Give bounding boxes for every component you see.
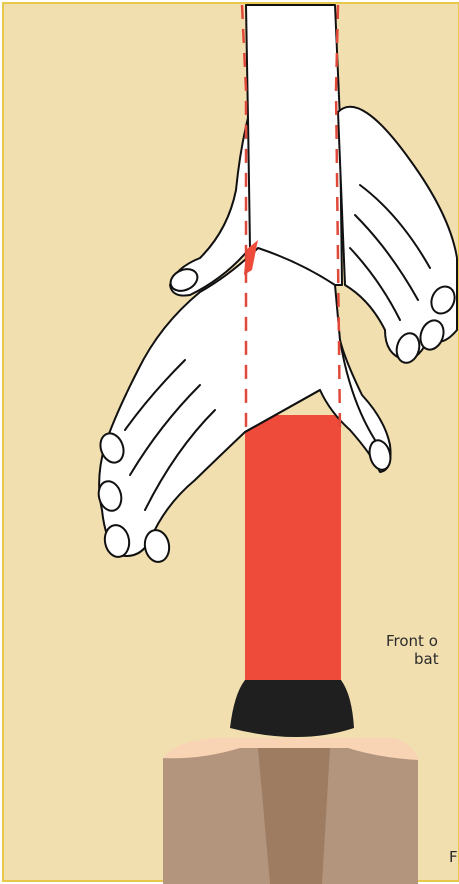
bat-blade-center bbox=[258, 748, 330, 884]
bottom-partial-label: F bbox=[449, 849, 458, 866]
bat-grip bbox=[245, 415, 341, 685]
front-of-bat-label-line1: Front o bbox=[386, 633, 438, 650]
bat-blade bbox=[163, 738, 418, 884]
bat-collar bbox=[230, 680, 354, 737]
upper-arm bbox=[245, 5, 342, 285]
front-of-bat-label-line2: bat bbox=[414, 651, 439, 668]
